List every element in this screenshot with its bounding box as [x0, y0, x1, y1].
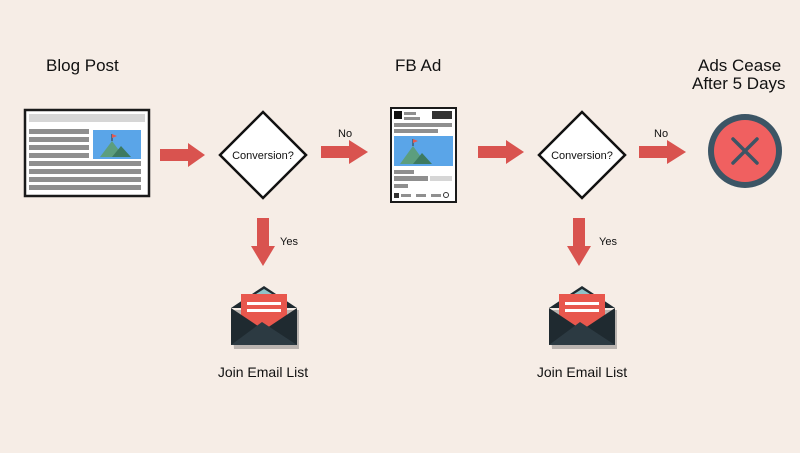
fb-ad-card-icon: [390, 107, 457, 203]
no-label-1: No: [338, 128, 352, 140]
decision-1-label: Conversion?: [232, 150, 294, 162]
fb-ad-image-icon: [394, 136, 453, 166]
arrow-decision-1-to-fb-ad: [321, 140, 368, 164]
outcome-1-label: Join Email List: [218, 364, 308, 380]
stop-x-icon: [708, 114, 782, 188]
arrow-blog-to-decision-1: [160, 143, 205, 167]
yes-label-1: Yes: [280, 236, 298, 248]
ads-cease-title-line2: After 5 Days: [692, 74, 786, 93]
envelope-icon-2: [549, 286, 617, 349]
fb-ad-title: FB Ad: [395, 56, 442, 75]
blog-post-page-icon: [23, 108, 151, 198]
arrow-decision-2-yes-down: [567, 218, 591, 266]
decision-2-label: Conversion?: [551, 150, 613, 162]
yes-label-2: Yes: [599, 236, 617, 248]
arrow-fb-ad-to-decision-2: [478, 140, 524, 164]
outcome-2-label: Join Email List: [537, 364, 627, 380]
ads-cease-title-line1: Ads Cease: [698, 56, 782, 75]
no-label-2: No: [654, 128, 668, 140]
blog-post-title: Blog Post: [46, 56, 119, 75]
decision-diamond-1: Conversion?: [218, 110, 308, 200]
decision-diamond-2: Conversion?: [537, 110, 627, 200]
envelope-icon-1: [231, 286, 299, 349]
arrow-decision-2-to-stop: [639, 140, 686, 164]
arrow-decision-1-yes-down: [251, 218, 275, 266]
blog-image-icon: [93, 130, 141, 159]
